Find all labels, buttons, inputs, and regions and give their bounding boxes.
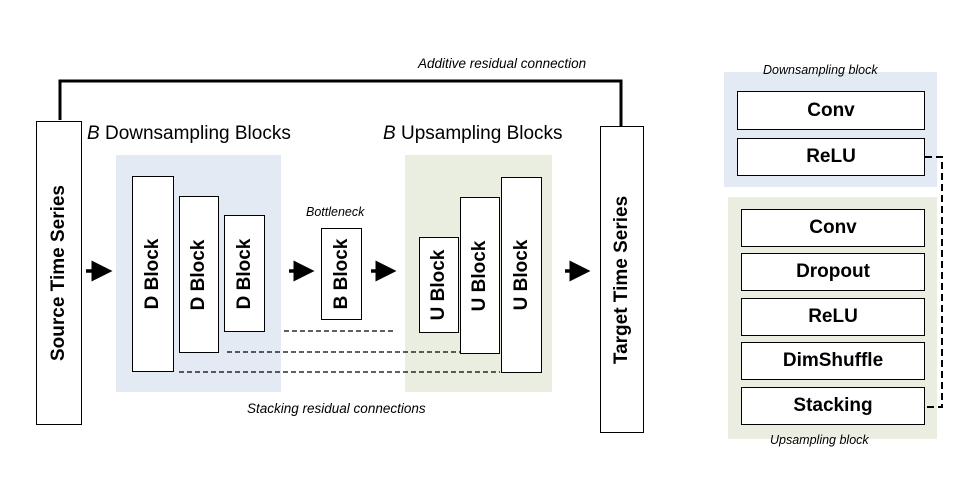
d-block-1: D Block — [132, 176, 174, 372]
d-block-2: D Block — [179, 196, 219, 353]
u-block-3: U Block — [501, 177, 542, 373]
legend-link-line — [925, 156, 943, 408]
downsampling-title-text: Downsampling Blocks — [99, 123, 291, 144]
legend-up-layer-relu: ReLU — [741, 298, 925, 336]
u-block-2: U Block — [460, 197, 500, 354]
stacking-connections-label: Stacking residual connections — [247, 401, 426, 416]
legend-up-layer-dropout: Dropout — [741, 253, 925, 291]
upsampling-title-count: B — [383, 123, 396, 144]
upsampling-title-text: Upsampling Blocks — [395, 123, 563, 144]
additive-connection-label: Additive residual connection — [418, 56, 587, 71]
target-time-series-label: Target Time Series — [611, 195, 632, 364]
b-block-label: B Block — [330, 238, 352, 310]
bottleneck-caption: Bottleneck — [306, 205, 365, 219]
source-time-series-label: Source Time Series — [48, 184, 69, 362]
b-block: B Block — [321, 228, 362, 320]
legend-down-layer-conv: Conv — [737, 91, 925, 130]
d-block-3: D Block — [224, 215, 265, 332]
additive-connection-line — [58, 79, 623, 126]
legend-down-layer-relu: ReLU — [737, 138, 925, 176]
u-block-1: U Block — [419, 237, 459, 333]
downsampling-title-count: B — [87, 123, 100, 144]
legend-upsampling-title: Upsampling block — [770, 433, 869, 447]
legend-up-layer-stacking: Stacking — [741, 387, 925, 425]
legend-up-layer-conv: Conv — [741, 209, 925, 247]
legend-downsampling-title: Downsampling block — [763, 63, 878, 77]
d-block-1-label: D Block — [142, 238, 163, 310]
u-block-2-label: U Block — [469, 240, 490, 311]
d-block-3-label: D Block — [233, 238, 255, 309]
legend-up-layer-dimshuffle: DimShuffle — [741, 342, 925, 380]
u-block-3-label: U Block — [510, 239, 532, 311]
downsampling-title: B Downsampling Blocks — [87, 123, 291, 145]
target-time-series-box: Target Time Series — [600, 126, 644, 433]
source-time-series-box: Source Time Series — [36, 121, 82, 425]
u-block-1-label: U Block — [428, 249, 449, 321]
upsampling-title: B Upsampling Blocks — [383, 123, 563, 145]
d-block-2-label: D Block — [188, 239, 209, 310]
